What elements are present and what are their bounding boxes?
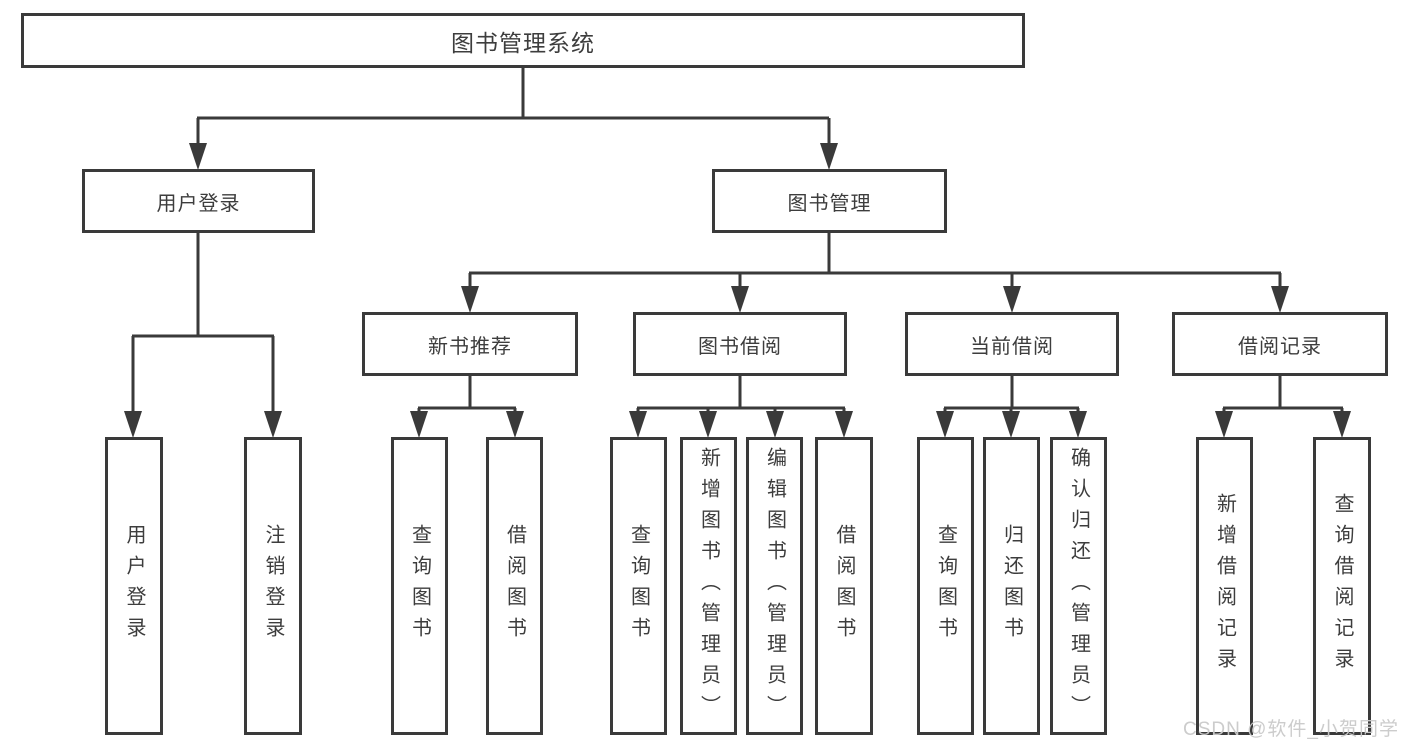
node-book-management: 图书管理: [712, 169, 947, 233]
node-label: 查询图书: [408, 524, 431, 648]
leaf-query-books-borrow: 查询图书: [610, 437, 667, 735]
leaf-query-books-recommend: 查询图书: [391, 437, 448, 735]
node-label: 新增图书（管理员）: [697, 446, 720, 726]
node-label: 查询借阅记录: [1331, 493, 1353, 679]
node-borrowing-records: 借阅记录: [1172, 312, 1388, 376]
node-label: 用户登录: [123, 524, 145, 648]
node-label: 新增借阅记录: [1213, 493, 1236, 679]
node-label: 查询图书: [934, 524, 957, 648]
leaf-borrow-books: 借阅图书: [815, 437, 873, 735]
node-label: 用户登录: [156, 192, 241, 215]
connector-stems: [131, 68, 1344, 418]
leaf-return-books: 归还图书: [983, 437, 1040, 735]
leaf-edit-book-admin: 编辑图书（管理员）: [746, 437, 803, 735]
node-label: 归还图书: [1000, 524, 1023, 648]
node-new-book-recommendation: 新书推荐: [362, 312, 578, 376]
leaf-query-books-current: 查询图书: [917, 437, 974, 735]
node-current-borrowing: 当前借阅: [905, 312, 1119, 376]
node-label: 借阅图书: [833, 524, 855, 648]
node-label: 新书推荐: [428, 335, 512, 358]
node-label: 图书借阅: [698, 335, 782, 358]
leaf-confirm-return-admin: 确认归还（管理员）: [1050, 437, 1107, 735]
node-book-borrowing: 图书借阅: [633, 312, 847, 376]
node-label: 注销登录: [262, 524, 284, 648]
leaf-user-login: 用户登录: [105, 437, 163, 735]
leaf-add-borrow-record: 新增借阅记录: [1196, 437, 1253, 735]
leaf-add-book-admin: 新增图书（管理员）: [680, 437, 737, 735]
leaf-query-borrow-record: 查询借阅记录: [1313, 437, 1371, 735]
node-label: 借阅记录: [1238, 335, 1322, 358]
node-label: 确认归还（管理员）: [1067, 446, 1090, 726]
csdn-watermark: CSDN @软件_小贺同学: [1183, 719, 1399, 740]
node-label: 借阅图书: [503, 524, 526, 648]
node-user-login: 用户登录: [82, 169, 315, 233]
node-label: 查询图书: [627, 524, 650, 648]
node-label: 图书管理系统: [451, 29, 595, 56]
node-library-management-system: 图书管理系统: [21, 13, 1025, 68]
node-label: 当前借阅: [970, 335, 1054, 358]
leaf-logout: 注销登录: [244, 437, 302, 735]
node-label: 图书管理: [787, 192, 872, 215]
node-label: 编辑图书（管理员）: [763, 446, 786, 726]
leaf-borrow-books-recommend: 借阅图书: [486, 437, 543, 735]
connector-arrowheads: [124, 143, 1351, 438]
